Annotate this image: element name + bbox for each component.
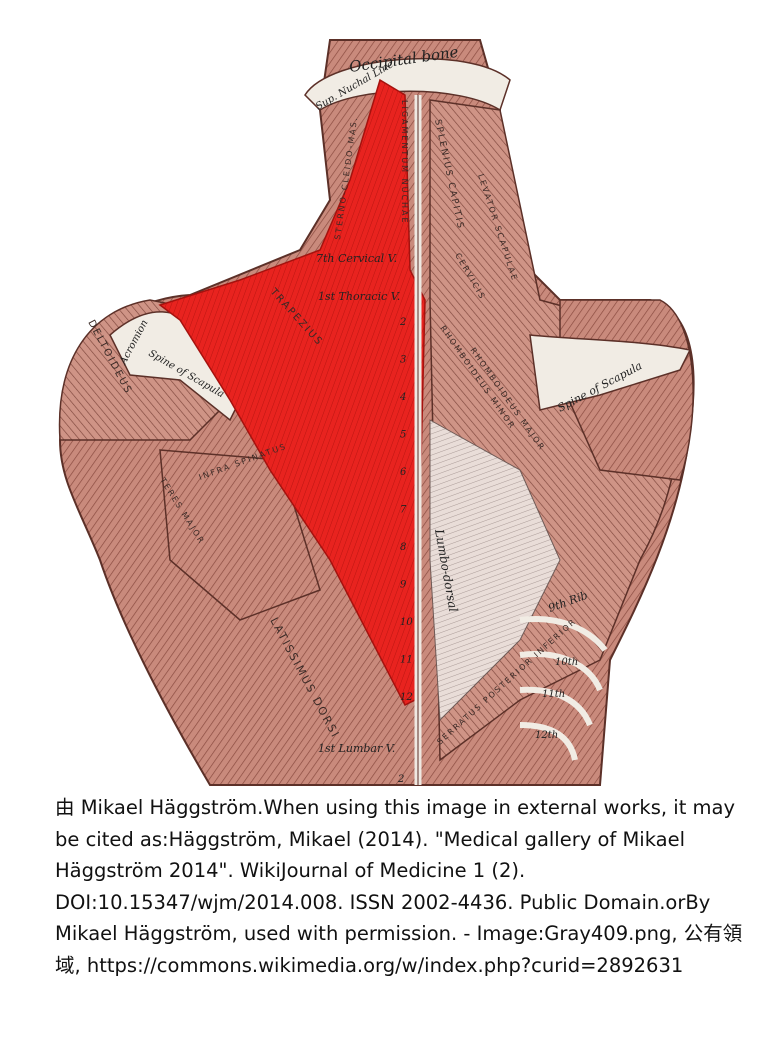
anatomy-illustration: Occipital bone Sup. Nuchal Line STERNO-C…: [58, 39, 695, 786]
vertebra-number: 4: [399, 392, 406, 403]
label-lumbar-2: 2: [397, 774, 404, 785]
vertebra-number: 12: [400, 692, 413, 703]
label-ligamentum-nuchae: LIGAMENTUM NUCHAE: [400, 100, 409, 225]
right-scapula-spine: [529, 334, 692, 411]
occipital-bone: [304, 57, 511, 112]
vertebra-number: 10: [400, 617, 413, 628]
lumbodorsal-fascia: [429, 419, 561, 722]
vertebra-number: 5: [400, 430, 406, 441]
label-rib-10: 10th: [555, 657, 578, 668]
vertebra-number: 7: [400, 505, 407, 516]
ribs: [519, 616, 608, 761]
left-teres-infraspinatus: [159, 449, 321, 621]
label-rib-11: 11th: [542, 689, 565, 700]
vertebra-number: 6: [400, 467, 407, 478]
vertebra-number: 3: [400, 355, 406, 366]
vertebra-number: 8: [400, 542, 406, 553]
vertebra-number: 9: [400, 580, 407, 591]
image-caption: 由 Mikael Häggström.When using this image…: [55, 796, 743, 977]
vertebra-numbers: 2 3 4 5 6 7 8 9 10 11 12: [399, 317, 413, 703]
label-rib-12: 12th: [535, 730, 558, 741]
vertebra-number: 2: [399, 317, 406, 328]
label-c7: 7th Cervical V.: [316, 252, 397, 265]
label-l1: 1st Lumbar V.: [318, 742, 395, 755]
vertebra-number: 11: [400, 655, 413, 666]
label-t1: 1st Thoracic V.: [318, 290, 400, 303]
